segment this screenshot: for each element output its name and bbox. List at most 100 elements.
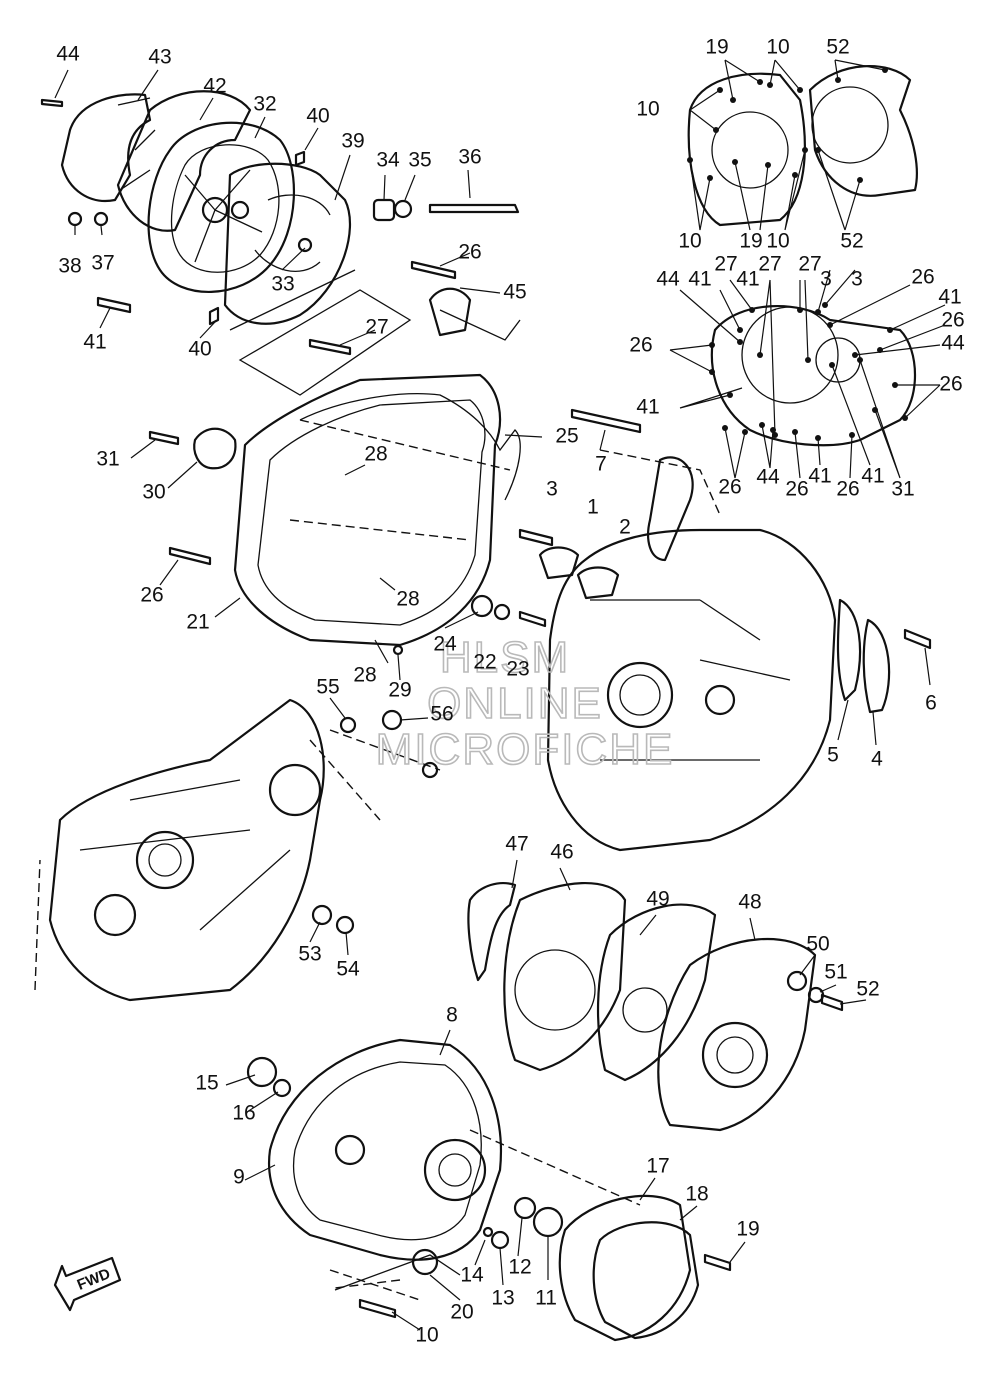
outer-covers-group: [467, 882, 844, 1132]
fastener-dots: [687, 67, 908, 441]
callout-28: 28: [353, 664, 376, 687]
callout-31: 31: [96, 448, 119, 471]
callout-26: 26: [941, 309, 964, 332]
callout-24: 24: [433, 633, 457, 656]
callout-26: 26: [836, 478, 859, 501]
callout-7: 7: [595, 453, 607, 476]
callout-49: 49: [646, 888, 669, 911]
callout-2: 2: [619, 516, 631, 539]
callout-43: 43: [148, 46, 171, 69]
watermark: HLSM ONLINE MICROFICHE: [375, 632, 675, 775]
callout-45: 45: [503, 281, 526, 304]
callout-3: 3: [546, 478, 558, 501]
callout-27: 27: [365, 316, 388, 339]
callout-10: 10: [766, 230, 789, 253]
callout-26: 26: [458, 241, 481, 264]
callout-28: 28: [396, 588, 419, 611]
callout-26: 26: [140, 584, 163, 607]
callout-56: 56: [430, 703, 453, 726]
callout-26: 26: [785, 478, 808, 501]
callout-37: 37: [91, 252, 114, 275]
callout-23: 23: [506, 658, 529, 681]
callout-9: 9: [233, 1166, 245, 1189]
callout-19: 19: [736, 1218, 759, 1241]
callout-52: 52: [840, 230, 863, 253]
callout-41: 41: [636, 396, 659, 419]
callout-10: 10: [636, 98, 659, 121]
callout-26: 26: [718, 476, 741, 499]
callout-44: 44: [56, 43, 80, 66]
callout-26: 26: [911, 266, 934, 289]
callout-27: 27: [798, 253, 821, 276]
callout-19: 19: [739, 230, 762, 253]
timing-cover-group: [40, 90, 520, 326]
callout-17: 17: [646, 1155, 669, 1178]
callout-18: 18: [685, 1183, 708, 1206]
crankcase-cover-group: [148, 260, 547, 656]
callout-41: 41: [808, 465, 831, 488]
callout-50: 50: [806, 933, 829, 956]
callout-34: 34: [376, 149, 400, 172]
callout-6: 6: [925, 692, 937, 715]
callout-52: 52: [826, 36, 849, 59]
callout-38: 38: [58, 255, 81, 278]
callout-26: 26: [629, 334, 652, 357]
callout-39: 39: [341, 130, 364, 153]
callout-46: 46: [550, 841, 573, 864]
callout-42: 42: [203, 75, 226, 98]
callout-41: 41: [688, 268, 711, 291]
callout-numbers: 44 43 42 32 40 39 34 35 36 38 37 33 41 4…: [56, 36, 965, 1347]
callout-13: 13: [491, 1287, 514, 1310]
callout-10: 10: [766, 36, 789, 59]
leader-lines: [54, 59, 946, 1331]
callout-28: 28: [364, 443, 387, 466]
callout-22: 22: [473, 651, 496, 674]
callout-25: 25: [555, 425, 578, 448]
callout-30: 30: [142, 481, 165, 504]
callout-20: 20: [450, 1301, 473, 1324]
callout-26: 26: [939, 373, 962, 396]
callout-51: 51: [824, 961, 847, 984]
callout-16: 16: [232, 1102, 255, 1125]
callout-41: 41: [736, 268, 759, 291]
callout-10: 10: [678, 230, 701, 253]
callout-35: 35: [408, 149, 431, 172]
watermark-line-1: HLSM: [440, 633, 570, 682]
callout-1: 1: [587, 496, 599, 519]
callout-41: 41: [938, 286, 961, 309]
callout-40: 40: [306, 105, 329, 128]
callout-3: 3: [851, 268, 863, 291]
callout-41: 41: [83, 331, 106, 354]
callout-3: 3: [820, 268, 832, 291]
callout-53: 53: [298, 943, 321, 966]
callout-41: 41: [861, 465, 884, 488]
callout-55: 55: [316, 676, 339, 699]
callout-36: 36: [458, 146, 481, 169]
callout-44: 44: [656, 268, 680, 291]
callout-47: 47: [505, 833, 528, 856]
callout-15: 15: [195, 1072, 218, 1095]
watermark-line-3: MICROFICHE: [376, 725, 675, 774]
callout-12: 12: [508, 1256, 531, 1279]
callout-44: 44: [756, 466, 780, 489]
callout-4: 4: [871, 748, 883, 771]
assembly-dashed-boundaries: [34, 269, 721, 1291]
callout-29: 29: [388, 679, 411, 702]
callout-48: 48: [738, 891, 761, 914]
callout-19: 19: [705, 36, 728, 59]
right-crankcase-group: [518, 408, 932, 852]
callout-31: 31: [891, 478, 914, 501]
callout-14: 14: [460, 1264, 484, 1287]
watermark-line-2: ONLINE: [427, 679, 603, 728]
callout-33: 33: [271, 273, 294, 296]
bolt-pattern-inset-lower: [710, 305, 916, 447]
callout-10: 10: [415, 1324, 438, 1347]
callout-32: 32: [253, 93, 276, 116]
callout-52: 52: [856, 978, 879, 1001]
callout-5: 5: [827, 744, 839, 767]
left-crankcase-group: [48, 698, 441, 1002]
callout-11: 11: [535, 1287, 557, 1310]
callout-44: 44: [941, 332, 965, 355]
callout-54: 54: [336, 958, 360, 981]
